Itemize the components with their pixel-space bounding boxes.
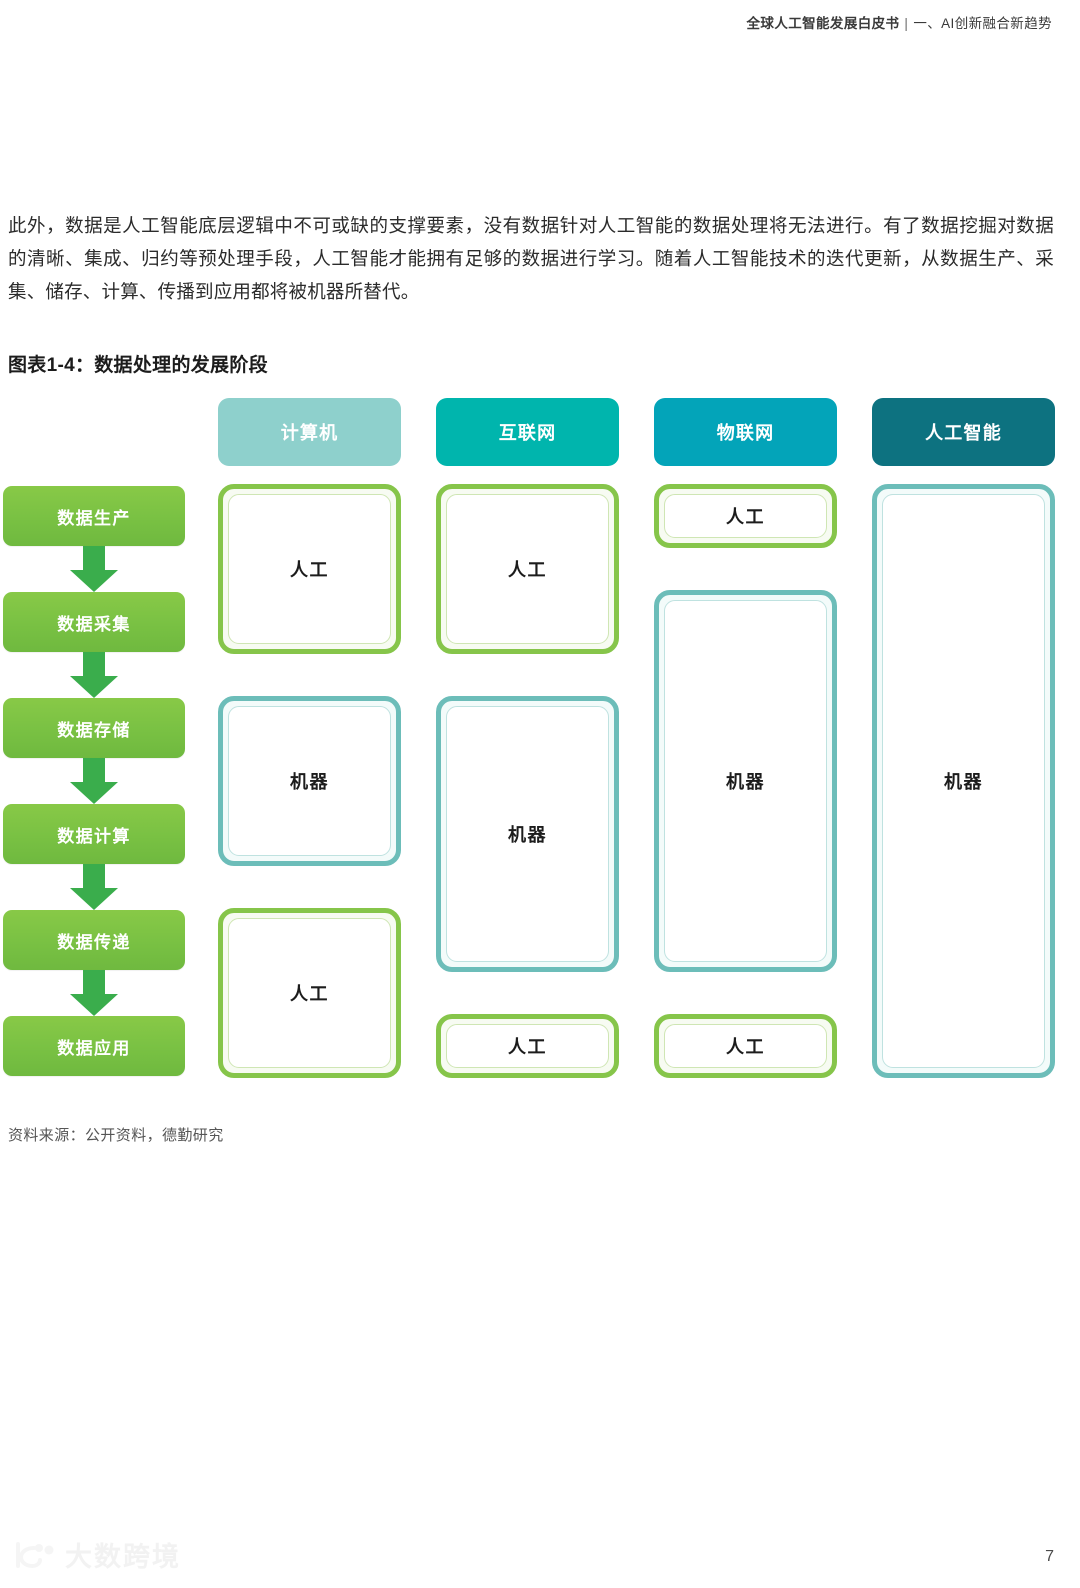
stage-label: 数据采集 (57, 614, 131, 634)
cell-inner-outline (228, 494, 391, 644)
stage-arrow-down-icon (3, 546, 185, 592)
cell-inner-outline (228, 706, 391, 856)
column-header-label: 计算机 (280, 423, 339, 443)
matrix-cell-计算机-人工: 人工 (218, 484, 401, 654)
stage-arrow-down-icon (3, 864, 185, 910)
cell-inner-outline (664, 1024, 827, 1068)
watermark-text: 大数跨境 (65, 1542, 181, 1572)
column-header-3: 物联网 (654, 398, 837, 466)
cell-inner-outline (446, 494, 609, 644)
figure-title: 图表1-4：数据处理的发展阶段 (8, 355, 268, 376)
stage-arrow-down-icon (3, 652, 185, 698)
cell-label: 机器 (290, 772, 329, 792)
column-header-label: 人工智能 (925, 423, 1002, 443)
cell-inner-outline (664, 600, 827, 962)
column-header-2: 互联网 (436, 398, 619, 466)
stage-box-2: 数据采集 (3, 592, 185, 652)
body-paragraph: 此外，数据是人工智能底层逻辑中不可或缺的支撑要素，没有数据针对人工智能的数据处理… (8, 214, 1054, 302)
stage-box-4: 数据计算 (3, 804, 185, 864)
matrix-cell-物联网-人工: 人工 (654, 484, 837, 548)
cell-label: 人工 (726, 507, 765, 527)
matrix-cell-计算机-机器: 机器 (218, 696, 401, 866)
cell-inner-outline (228, 918, 391, 1068)
matrix-cell-物联网-人工: 人工 (654, 1014, 837, 1078)
header-title: 全球人工智能发展白皮书 (746, 16, 900, 31)
header-separator: | (904, 16, 909, 31)
cell-label: 人工 (508, 1037, 547, 1057)
stage-box-5: 数据传递 (3, 910, 185, 970)
cell-inner-outline (446, 706, 609, 962)
stage-label: 数据存储 (57, 720, 131, 740)
cell-label: 人工 (508, 560, 547, 580)
column-header-label: 互联网 (498, 423, 557, 443)
matrix-cell-互联网-机器: 机器 (436, 696, 619, 972)
column-header-1: 计算机 (218, 398, 401, 466)
cell-inner-outline (664, 494, 827, 538)
watermark: 大数跨境 (14, 1535, 181, 1574)
matrix-cell-物联网-机器: 机器 (654, 590, 837, 972)
stage-label: 数据应用 (57, 1038, 131, 1058)
cell-label: 机器 (944, 772, 983, 792)
cell-label: 机器 (508, 825, 547, 845)
matrix-cell-计算机-人工: 人工 (218, 908, 401, 1078)
cell-inner-outline (882, 494, 1045, 1068)
column-header-label: 物联网 (716, 423, 775, 443)
stage-box-6: 数据应用 (3, 1016, 185, 1076)
stage-arrow-down-icon (3, 970, 185, 1016)
stage-label: 数据传递 (57, 932, 131, 952)
cell-label: 人工 (290, 560, 329, 580)
cell-label: 机器 (726, 772, 765, 792)
stage-label: 数据计算 (57, 826, 131, 846)
watermark-logo-icon (16, 1541, 54, 1568)
matrix-cell-人工智能-机器: 机器 (872, 484, 1055, 1078)
page-header: 全球人工智能发展白皮书 | 一、AI创新融合新趋势 (747, 12, 1052, 32)
stage-label: 数据生产 (57, 508, 131, 528)
stage-box-1: 数据生产 (3, 486, 185, 546)
cell-inner-outline (446, 1024, 609, 1068)
page-number: 7 (1045, 1548, 1054, 1565)
cell-label: 人工 (290, 984, 329, 1004)
stage-arrow-down-icon (3, 758, 185, 804)
stage-box-3: 数据存储 (3, 698, 185, 758)
cell-label: 人工 (726, 1037, 765, 1057)
column-header-4: 人工智能 (872, 398, 1055, 466)
matrix-cell-互联网-人工: 人工 (436, 484, 619, 654)
header-section: 一、AI创新融合新趋势 (913, 16, 1052, 31)
stage-flow-column: 数据生产数据采集数据存储数据计算数据传递数据应用 (3, 486, 185, 1076)
figure-data-processing-stages: 计算机 互联网 物联网 人工智能 数据生产数据采集数据存储数据计算数据传递数据应用 人… (0, 398, 1066, 1108)
matrix-cell-互联网-人工: 人工 (436, 1014, 619, 1078)
figure-source-note: 资料来源：公开资料，德勤研究 (8, 1127, 224, 1144)
